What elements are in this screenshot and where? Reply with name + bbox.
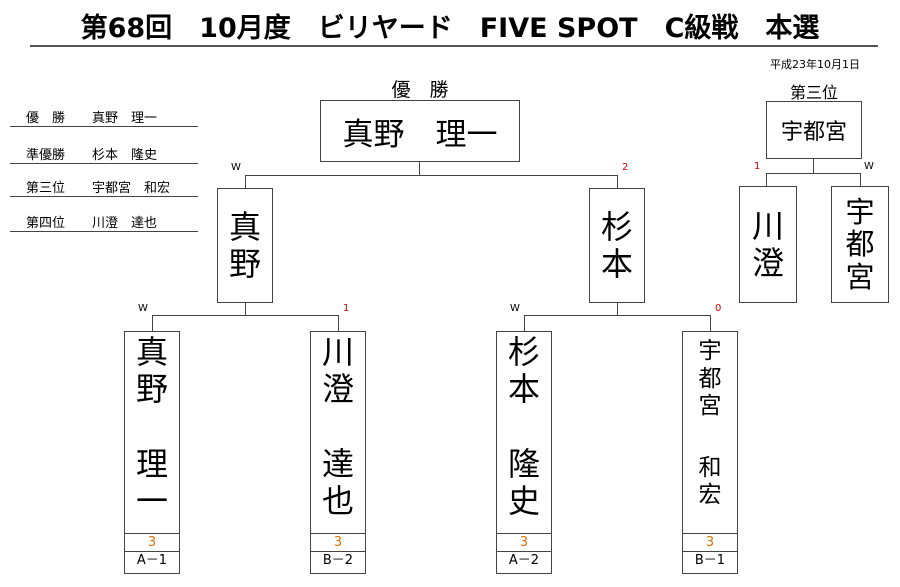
- title-underline: [30, 45, 878, 47]
- name-char: 野: [135, 370, 168, 409]
- name-char: 宮: [698, 393, 722, 420]
- champion-name: 真野 理一: [342, 116, 498, 153]
- player-box-b2: 川 澄 達 也 3 B－2: [310, 331, 366, 574]
- player-name: 杉 本 隆 史: [497, 333, 551, 521]
- third-match-right-box: 宇 都 宮: [831, 186, 889, 303]
- name-char: 也: [321, 482, 354, 521]
- player-seed: A－1: [125, 551, 179, 569]
- player-box-a2: 杉 本 隆 史 3 A－2: [496, 331, 552, 574]
- name-char: 川: [751, 206, 784, 245]
- third-right-mark: W: [864, 161, 874, 172]
- result-row-second: 準優勝 杉本 隆史: [10, 141, 198, 164]
- champion-header: 優 勝: [391, 79, 449, 101]
- third-place-header: 第三位: [789, 83, 838, 102]
- name-char: 宮: [845, 259, 875, 294]
- connector: [245, 175, 246, 188]
- name-char: 杉: [507, 333, 540, 371]
- name-char: 達: [321, 444, 354, 483]
- connector: [617, 175, 618, 188]
- player-box-b1: 宇 都 宮 和 宏 3 B－1: [682, 331, 738, 574]
- connector: [710, 315, 711, 331]
- semi-mark: W: [510, 303, 520, 314]
- semi-mark: 0: [715, 303, 722, 314]
- name-char: 和: [698, 454, 722, 481]
- result-row-first: 優 勝 真野 理一: [10, 104, 198, 127]
- name-char: 杉: [600, 207, 633, 246]
- player-score: 3: [125, 533, 179, 551]
- connector: [524, 315, 525, 331]
- player-score: 3: [683, 533, 737, 551]
- result-label: 第三位: [26, 181, 66, 196]
- result-row-fourth: 第四位 川澄 達也: [10, 209, 198, 232]
- result-name: 真野 理一: [92, 111, 158, 126]
- player-seed: B－1: [683, 551, 737, 569]
- semi-mark: W: [138, 303, 148, 314]
- final-right-mark: 2: [622, 162, 629, 173]
- name-char: 川: [321, 333, 354, 371]
- name-char: 一: [135, 482, 168, 521]
- name-char: 都: [845, 227, 875, 262]
- name-char: 本: [600, 244, 633, 283]
- result-name: 川澄 達也: [92, 216, 158, 231]
- name-char: 澄: [751, 243, 784, 282]
- connector: [813, 159, 814, 173]
- player-name: 真 野 理 一: [125, 333, 179, 521]
- result-name: 杉本 隆史: [92, 148, 158, 163]
- name-char: 理: [135, 444, 168, 483]
- connector: [338, 315, 339, 331]
- result-label: 第四位: [26, 216, 66, 231]
- champion-box: 真野 理一: [320, 100, 520, 162]
- result-label: 準優勝: [26, 148, 66, 163]
- name-char: 史: [507, 482, 540, 521]
- semi-mark: 1: [343, 303, 350, 314]
- connector: [152, 315, 338, 316]
- name-char: 宇: [845, 194, 875, 229]
- name-char: 野: [228, 244, 261, 283]
- connector: [419, 162, 420, 175]
- connector: [152, 315, 153, 331]
- name-char: 真: [135, 333, 168, 371]
- third-match-left-box: 川 澄: [739, 186, 797, 303]
- event-date: 平成23年10月1日: [770, 58, 860, 71]
- player-seed: A－2: [497, 551, 551, 569]
- connector: [245, 175, 617, 176]
- name-char: 宇: [698, 338, 722, 364]
- name-char: 隆: [507, 444, 540, 483]
- finalist-right-box: 杉 本: [589, 188, 645, 303]
- name-char: 真: [228, 207, 261, 246]
- connector: [766, 173, 860, 174]
- third-place-name: 宇都宮: [780, 120, 847, 145]
- connector: [524, 315, 710, 316]
- player-score: 3: [311, 533, 365, 551]
- player-name: 宇 都 宮 和 宏: [683, 338, 737, 510]
- player-box-a1: 真 野 理 一 3 A－1: [124, 331, 180, 574]
- player-score: 3: [497, 533, 551, 551]
- connector: [245, 303, 246, 315]
- player-name: 川 澄 達 也: [311, 333, 365, 521]
- connector: [860, 173, 861, 186]
- finalist-left-box: 真 野: [217, 188, 273, 303]
- name-char: 澄: [321, 370, 354, 409]
- third-left-mark: 1: [754, 161, 761, 172]
- name-char: 宏: [698, 482, 722, 509]
- name-char: 都: [698, 365, 722, 392]
- result-label: 優 勝: [26, 111, 66, 126]
- player-seed: B－2: [311, 551, 365, 569]
- page-title: 第68回 10月度 ビリヤード FIVE SPOT C級戦 本選: [80, 13, 820, 44]
- result-row-third: 第三位 宇都宮 和宏: [10, 174, 198, 197]
- result-name: 宇都宮 和宏: [92, 181, 171, 196]
- third-place-box: 宇都宮: [766, 101, 862, 159]
- final-left-mark: W: [231, 162, 241, 173]
- name-char: 本: [507, 370, 540, 409]
- connector: [617, 303, 618, 315]
- connector: [766, 173, 767, 186]
